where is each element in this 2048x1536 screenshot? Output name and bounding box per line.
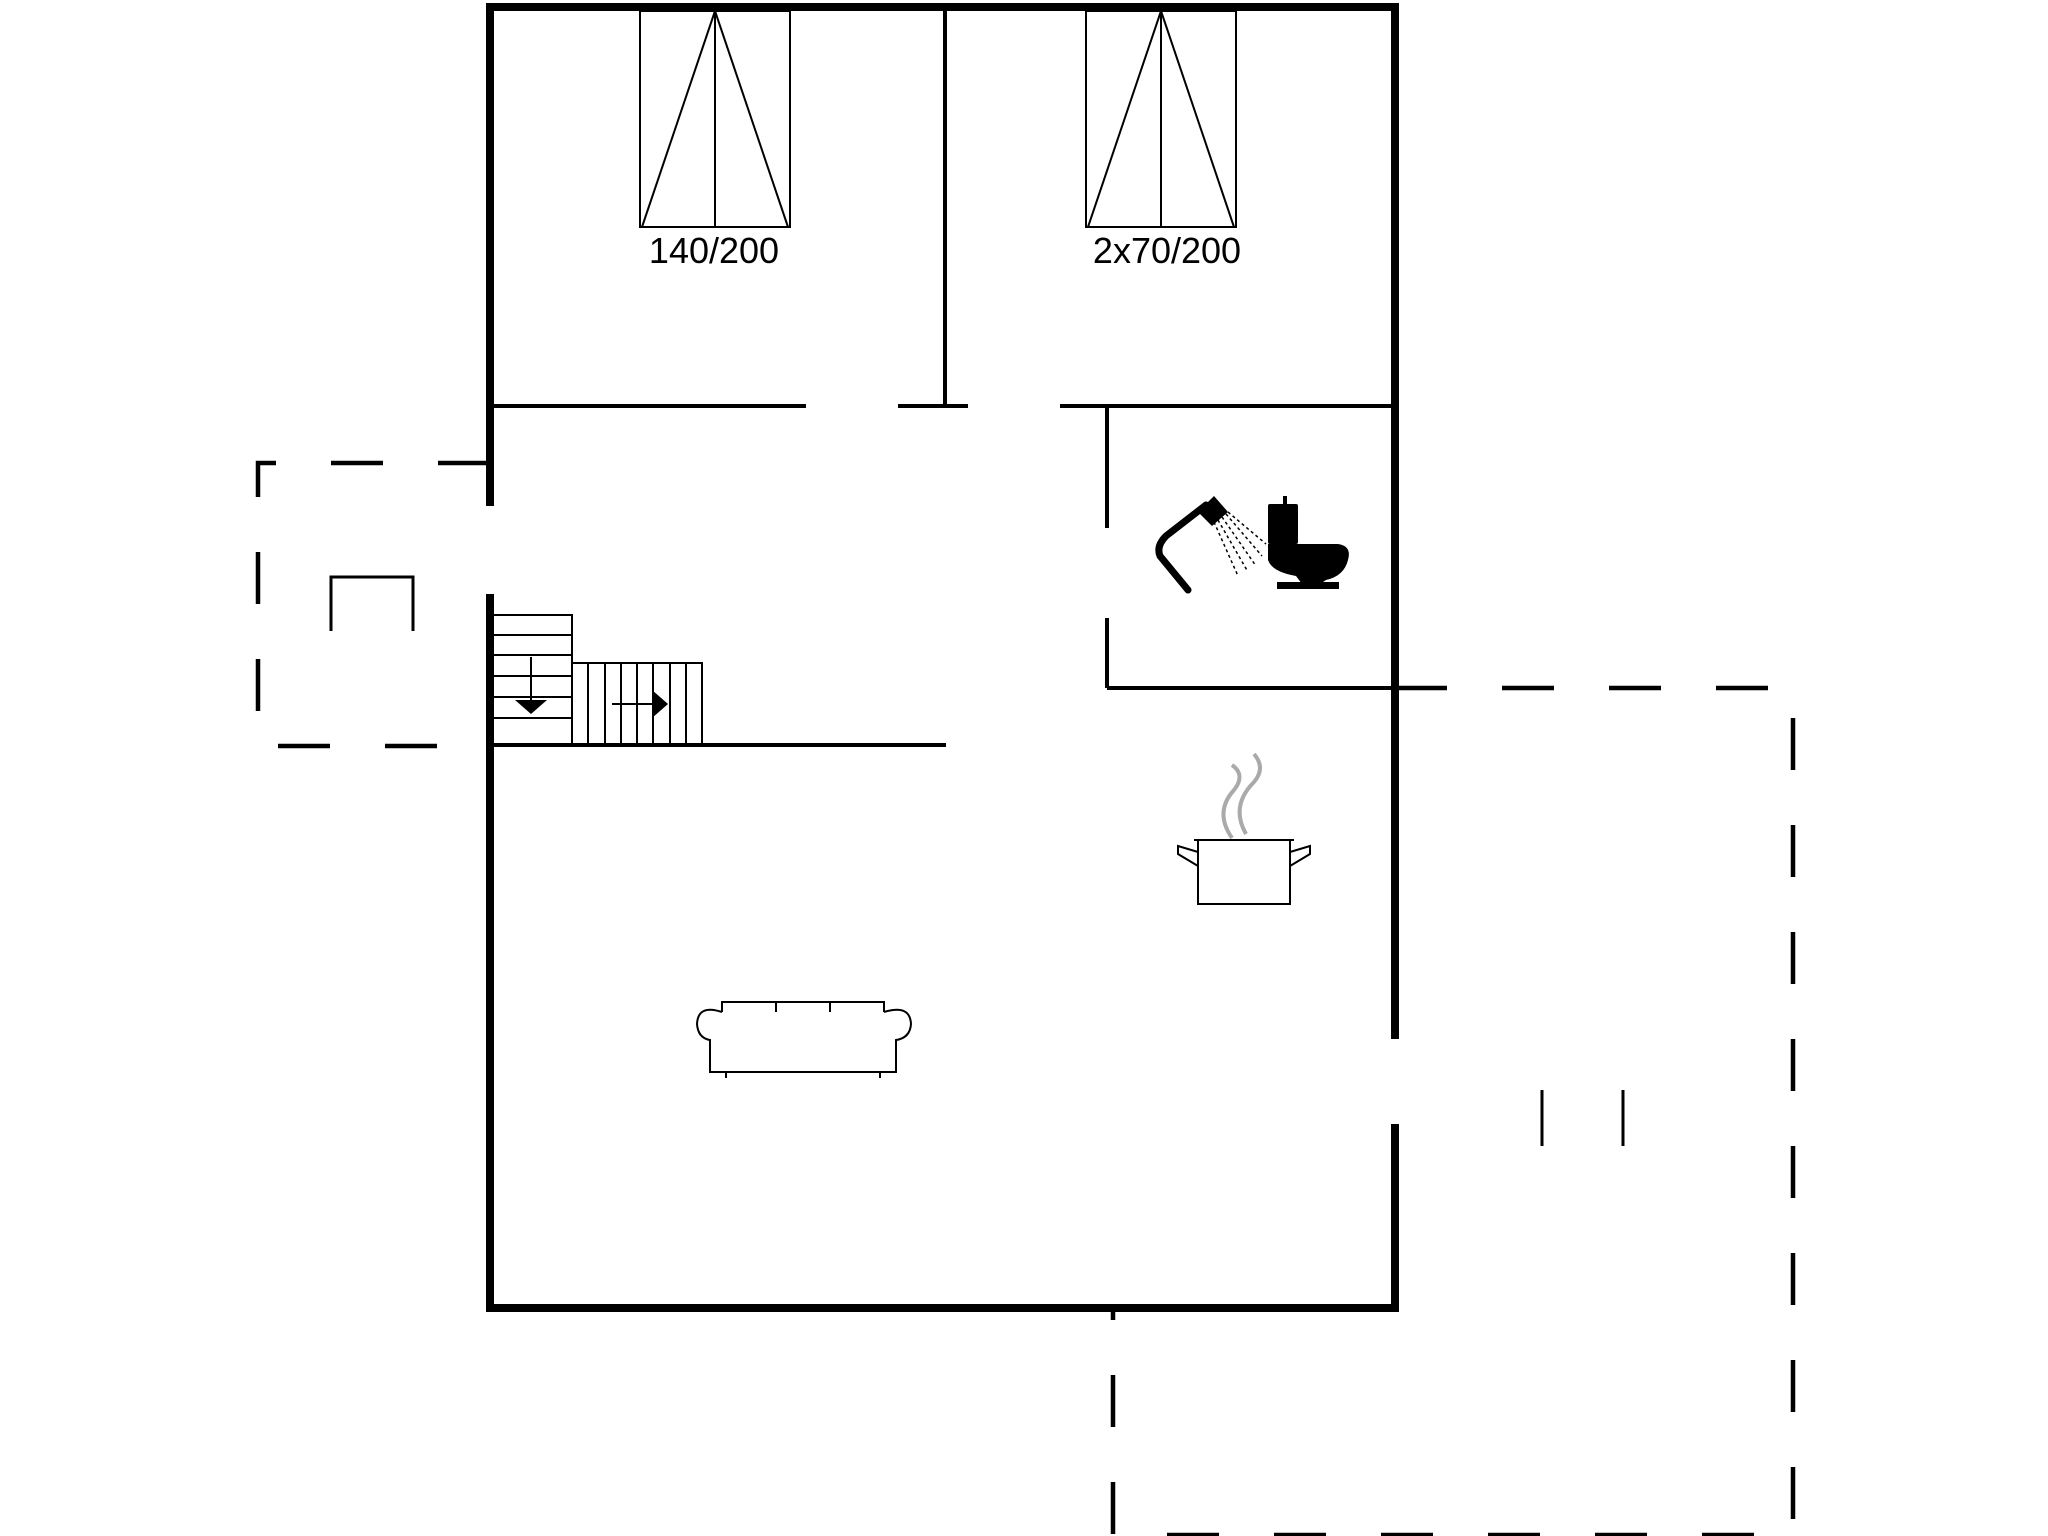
shower-icon bbox=[1155, 496, 1267, 594]
sofa-icon bbox=[695, 1001, 913, 1078]
toilet-icon bbox=[1268, 496, 1349, 589]
bed-size-label: 140/200 bbox=[649, 230, 779, 271]
bed-icon bbox=[639, 10, 791, 228]
porch-step bbox=[329, 575, 415, 631]
terrace-outlines bbox=[255, 460, 1796, 1536]
terrace-markers bbox=[1540, 1090, 1625, 1146]
cooking-pot-icon bbox=[1177, 752, 1311, 905]
interior-walls bbox=[490, 7, 1395, 747]
bed-size-label: 2x70/200 bbox=[1093, 230, 1241, 271]
exterior-walls bbox=[486, 3, 1399, 1312]
stairs-icon bbox=[491, 614, 703, 746]
bed-icon bbox=[1085, 10, 1237, 228]
